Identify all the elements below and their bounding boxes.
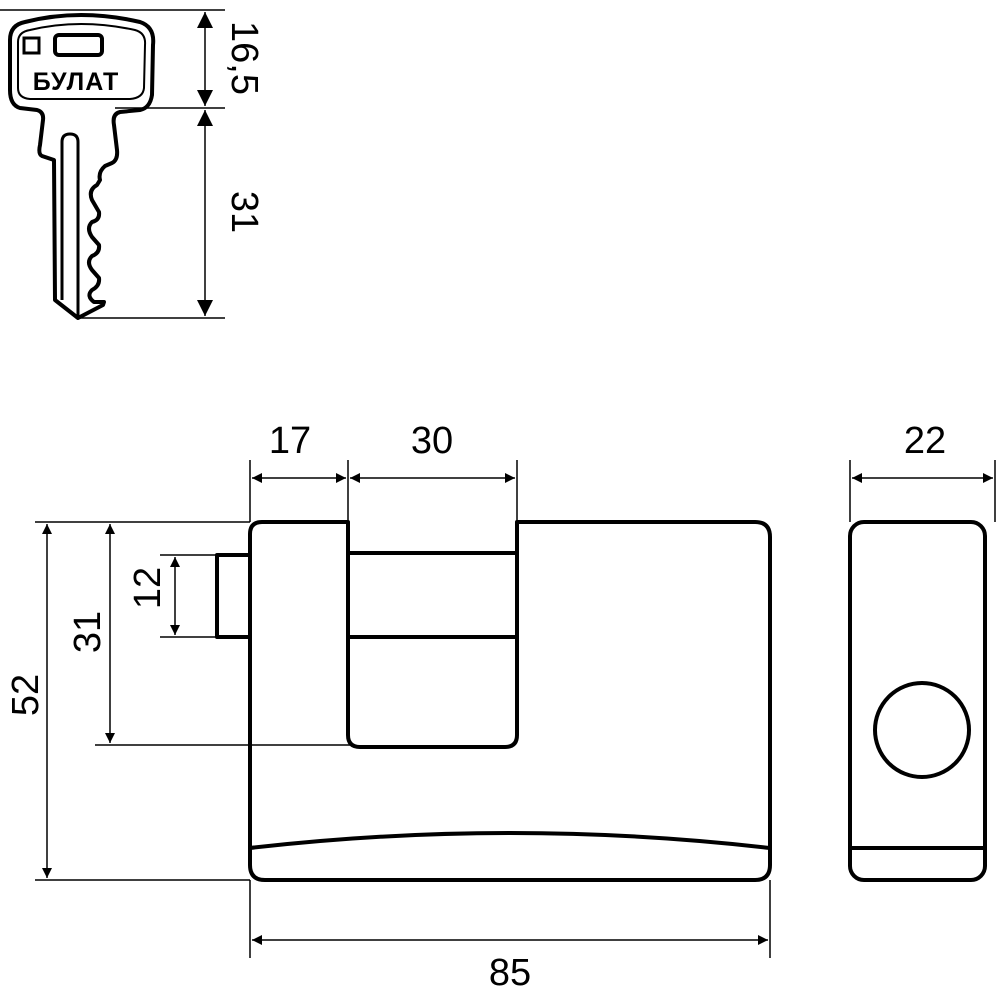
lock-side-outline	[848, 520, 987, 882]
lock-front-view	[215, 520, 772, 882]
lock-bolt	[215, 553, 252, 639]
dimension-label-85: 85	[489, 952, 531, 994]
key-blade-groove	[60, 132, 80, 318]
lock-side-view	[848, 520, 987, 882]
dimension-label-12: 12	[127, 567, 169, 609]
dimension-label-31: 31	[67, 611, 109, 653]
dimension-label-17: 17	[269, 420, 311, 462]
lock-base-curve	[249, 831, 771, 850]
lock-body-outline	[248, 520, 772, 882]
dimension-label-30: 30	[411, 420, 453, 462]
dimension-label-22: 22	[904, 420, 946, 462]
key-blade-dimension-label: 31	[223, 191, 265, 233]
key-head-dimension-label: 16,5	[223, 21, 265, 95]
lock-front-dimensions: 17 30 85 52 31 12	[5, 420, 771, 994]
key-head-inner-outline	[17, 23, 147, 100]
logo-square-icon	[22, 36, 41, 55]
key-logo: БУЛАТ	[22, 33, 120, 96]
key-drawing: БУЛАТ	[8, 13, 156, 320]
logo-oval-icon	[53, 33, 104, 57]
key-dimensions: 16,5 31	[0, 9, 265, 319]
keyhole-cylinder	[873, 681, 971, 779]
key-logo-text: БУЛАТ	[33, 68, 120, 96]
key-outline	[8, 13, 156, 320]
dimension-label-52: 52	[5, 674, 47, 716]
lock-side-dimensions: 22	[849, 420, 996, 522]
